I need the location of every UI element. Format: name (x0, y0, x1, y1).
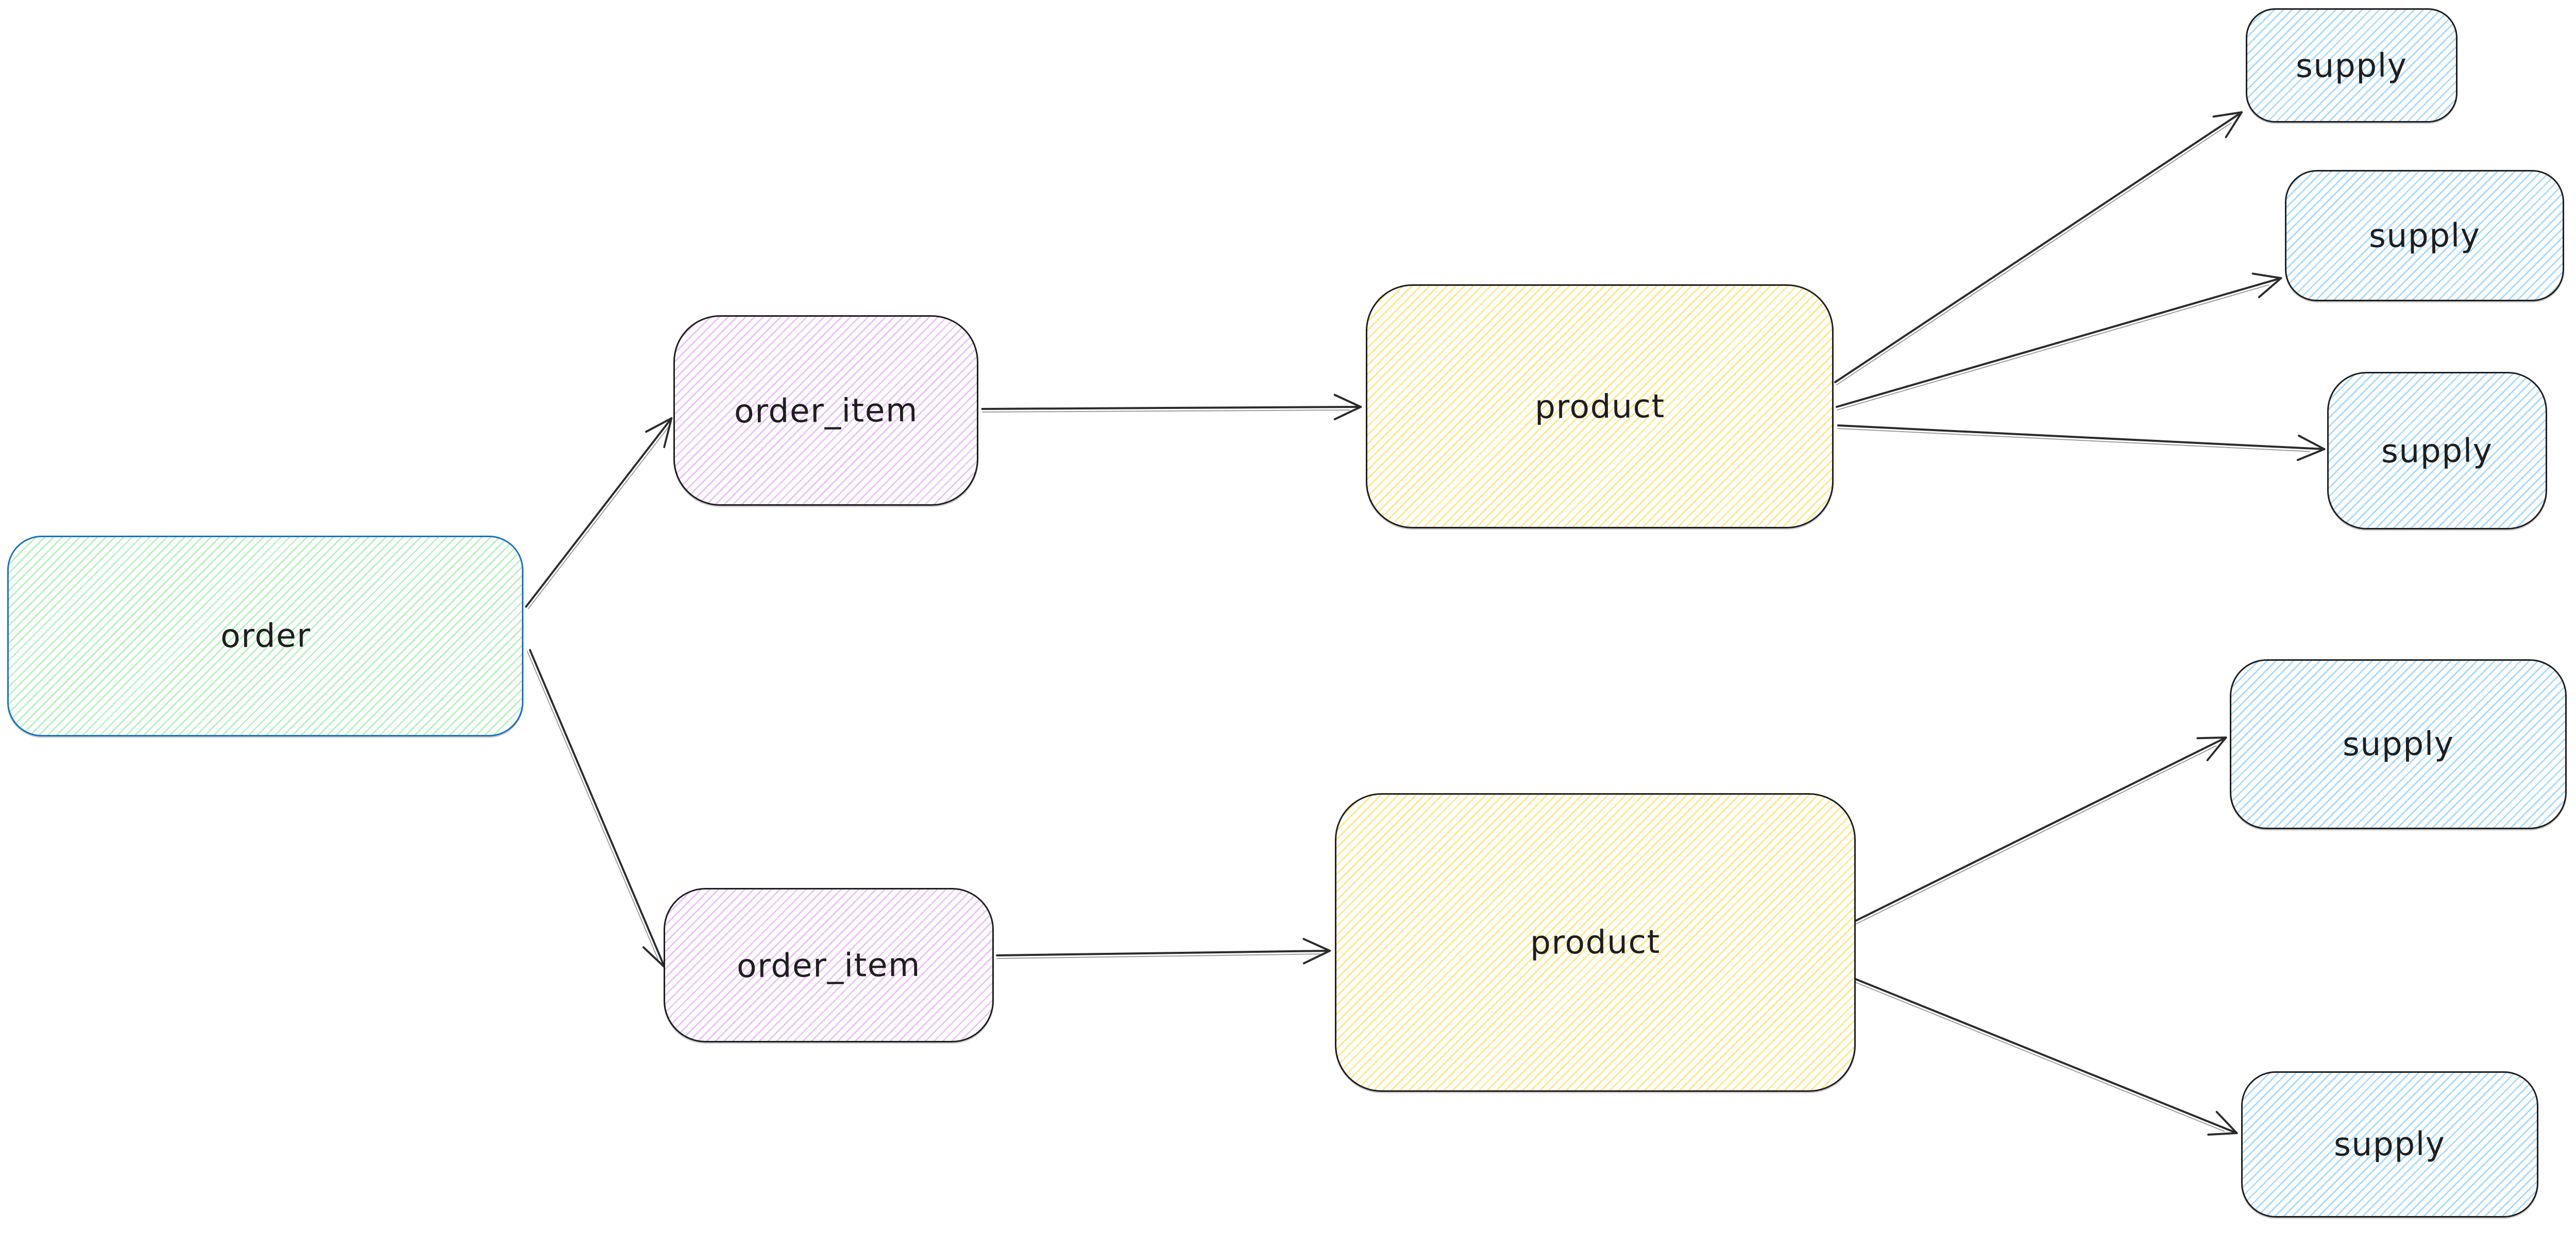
arrow-product-2-to-supply-4 (1852, 737, 2227, 926)
node-label: supply (2333, 1125, 2446, 1164)
node-label: supply (2295, 46, 2408, 85)
arrow-product-1-to-supply-1 (1834, 111, 2243, 386)
arrow-product-2-to-supply-5 (1853, 978, 2238, 1136)
node-supply-1: supply (2245, 8, 2458, 123)
node-label: supply (2342, 725, 2454, 764)
node-order-item-2: order_item (664, 888, 994, 1042)
node-label: order (220, 616, 311, 656)
node-label: product (1534, 387, 1665, 426)
node-order-item-1: order_item (673, 315, 978, 506)
arrow-order-item-1-to-product-1 (981, 393, 1362, 420)
node-order: order (7, 535, 524, 737)
node-supply-4: supply (2230, 659, 2567, 829)
arrow-product-1-to-supply-2 (1835, 272, 2282, 410)
node-label: supply (2381, 431, 2493, 470)
node-product-1: product (1365, 284, 1834, 528)
arrow-product-1-to-supply-3 (1837, 424, 2326, 461)
node-label: order_item (734, 391, 918, 430)
arrow-order-to-order-item-2 (527, 649, 666, 968)
node-supply-5: supply (2241, 1071, 2538, 1218)
arrow-order-to-order-item-1 (525, 417, 673, 609)
arrow-order-item-2-to-product-2 (996, 938, 1331, 965)
node-label: order_item (737, 946, 921, 985)
node-supply-2: supply (2285, 170, 2565, 301)
node-label: supply (2368, 216, 2481, 255)
node-supply-3: supply (2327, 372, 2547, 529)
node-product-2: product (1334, 793, 1856, 1092)
node-label: product (1530, 923, 1661, 962)
